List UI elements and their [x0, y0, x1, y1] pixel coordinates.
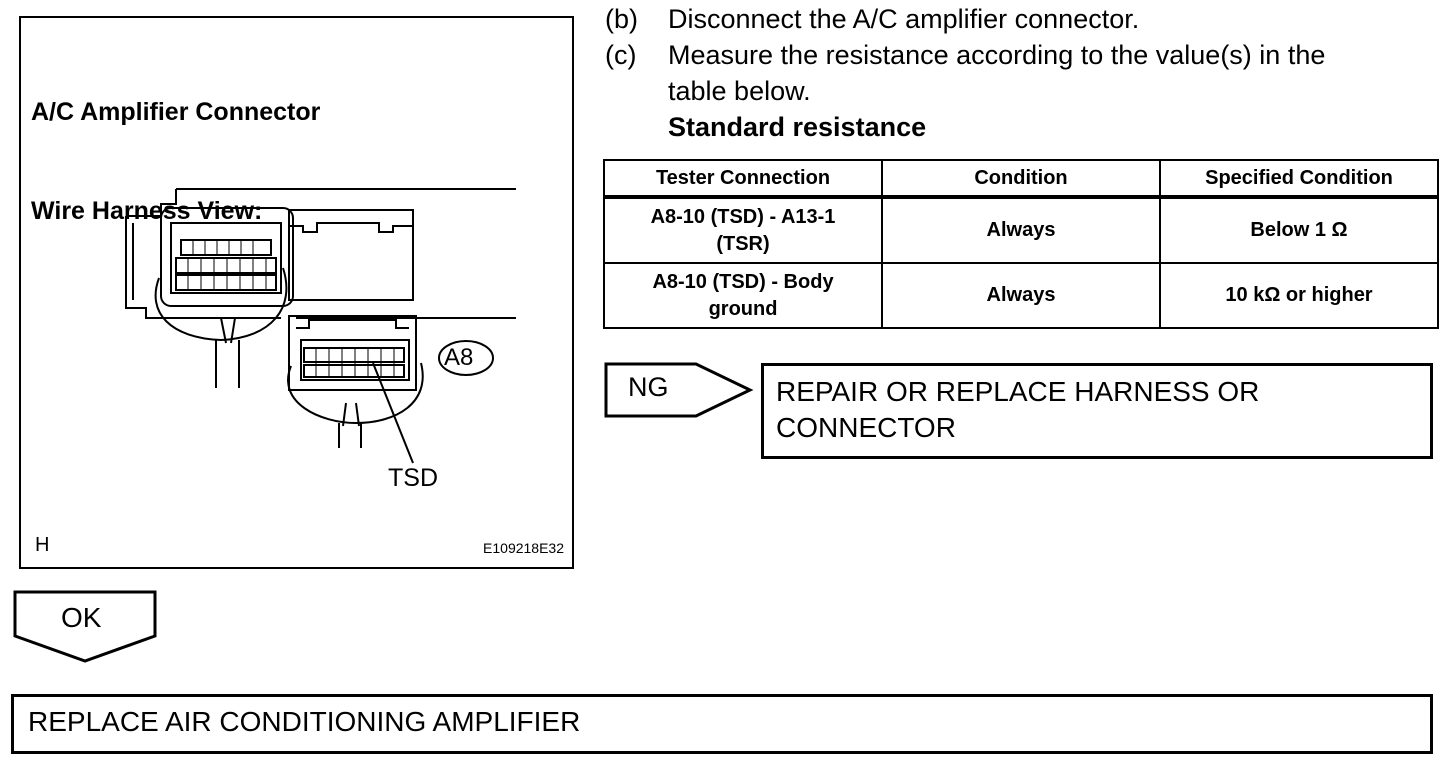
- standard-resistance-heading: Standard resistance: [668, 112, 927, 142]
- step-c-label: (c): [605, 40, 637, 70]
- table-header-row: Tester Connection Condition Specified Co…: [603, 159, 1439, 198]
- figure-code: E109218E32: [483, 540, 564, 556]
- connector-label: A8: [444, 344, 474, 371]
- header-specified-condition: Specified Condition: [1159, 159, 1439, 198]
- cell-condition: Always: [881, 196, 1161, 264]
- figure-corner-letter: H: [35, 534, 50, 556]
- header-condition: Condition: [881, 159, 1161, 198]
- header-tester-connection: Tester Connection: [603, 159, 883, 198]
- cell-connection-line1: A8-10 (TSD) - Body: [652, 270, 834, 293]
- cell-connection-line2: ground: [708, 297, 778, 320]
- ng-action-text: REPAIR OR REPLACE HARNESS OR CONNECTOR: [776, 374, 1259, 446]
- ok-action-text: REPLACE AIR CONDITIONING AMPLIFIER: [28, 706, 581, 737]
- figure-title-line1: A/C Amplifier Connector: [31, 98, 321, 126]
- ng-label: NG: [628, 372, 669, 402]
- step-c: (c) Measure the resistance according to …: [605, 37, 1435, 109]
- step-c-text-line2: table below.: [668, 76, 811, 106]
- ng-action-line2: CONNECTOR: [776, 412, 956, 443]
- cell-connection-line2: (TSR): [716, 232, 770, 255]
- step-b-text: Disconnect the A/C amplifier connector.: [668, 4, 1140, 34]
- step-b-label: (b): [605, 4, 638, 34]
- figure-title: A/C Amplifier Connector Wire Harness Vie…: [31, 30, 320, 294]
- cell-specified: Below 1 Ω: [1159, 196, 1439, 264]
- ng-action-box: REPAIR OR REPLACE HARNESS OR CONNECTOR: [761, 363, 1433, 459]
- ng-arrow-icon: [604, 362, 754, 418]
- step-c-text-line1: Measure the resistance according to the …: [668, 40, 1326, 70]
- connector-diagram: [125, 188, 516, 464]
- ok-label: OK: [61, 602, 102, 633]
- ng-action-line1: REPAIR OR REPLACE HARNESS OR: [776, 376, 1260, 407]
- connector-figure: A/C Amplifier Connector Wire Harness Vie…: [19, 16, 574, 569]
- step-b: (b) Disconnect the A/C amplifier connect…: [605, 1, 1435, 37]
- resistance-table: Tester Connection Condition Specified Co…: [603, 159, 1439, 329]
- pin-label: TSD: [388, 464, 438, 492]
- table-row: A8-10 (TSD) - A13-1 (TSR) Always Below 1…: [603, 196, 1439, 264]
- cell-specified: 10 kΩ or higher: [1159, 262, 1439, 329]
- step-c-text: Measure the resistance according to the …: [668, 37, 1325, 109]
- table-row: A8-10 (TSD) - Body ground Always 10 kΩ o…: [603, 262, 1439, 329]
- cell-connection: A8-10 (TSD) - A13-1 (TSR): [603, 196, 883, 264]
- cell-connection-line1: A8-10 (TSD) - A13-1: [650, 205, 836, 228]
- cell-condition: Always: [881, 262, 1161, 329]
- figure-title-line2: Wire Harness View:: [31, 197, 263, 225]
- ok-action-box: REPLACE AIR CONDITIONING AMPLIFIER: [11, 694, 1433, 754]
- cell-connection: A8-10 (TSD) - Body ground: [603, 262, 883, 329]
- ok-arrow-icon: [13, 590, 157, 663]
